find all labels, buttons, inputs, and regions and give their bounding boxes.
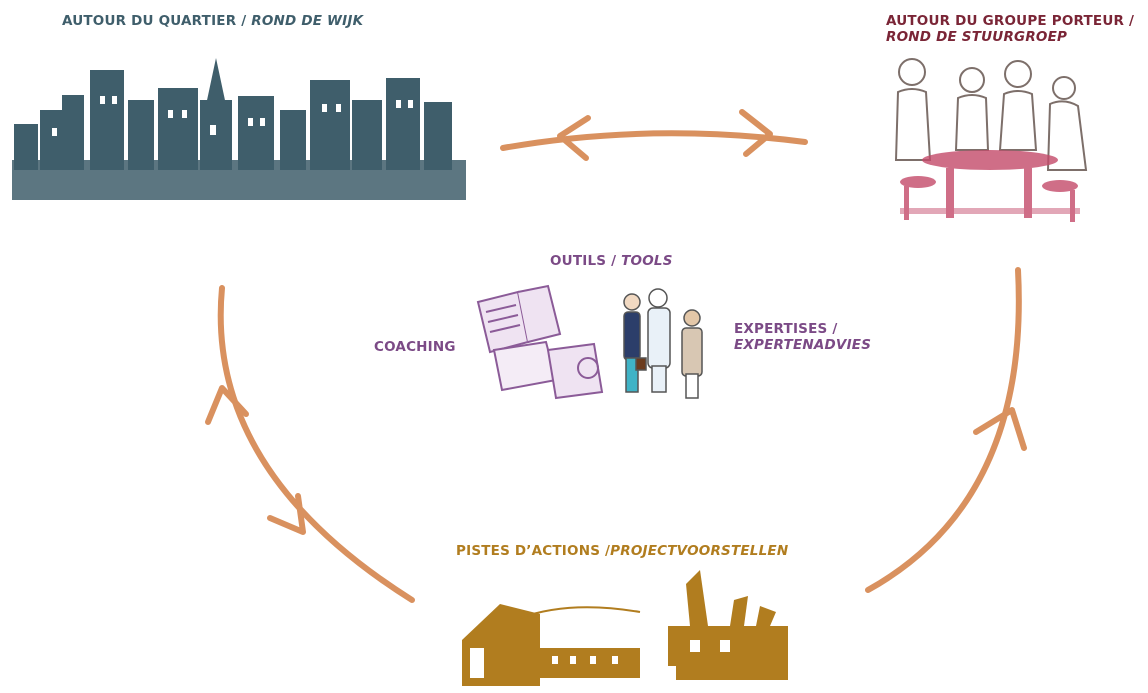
groupe-label-fr: AUTOUR DU GROUPE PORTEUR / [886,13,1135,29]
coaching-label: COACHING [374,339,456,355]
pistes-label: PISTES D’ACTIONS /PROJECTVOORSTELLEN [456,543,788,559]
quartier-label-nl: ROND DE WIJK [251,13,364,29]
left-arrowhead-up [205,385,249,425]
outils-label-nl: TOOLS [621,253,673,269]
right-arc-arrow [865,267,1022,593]
outils-label-fr: OUTILS / [550,253,622,269]
pistes-label-nl: PROJECTVOORSTELLEN [610,543,789,559]
top-arrowhead-left [557,115,591,161]
quartier-label-fr: AUTOUR DU QUARTIER / [62,13,252,29]
expertises-label-nl: EXPERTENADVIES [734,337,872,353]
top-arrowhead-right [739,109,773,157]
left-arc-arrow [217,285,415,603]
expertises-label: EXPERTISES / EXPERTENADVIES [734,321,871,353]
left-arrowhead-down [267,493,306,535]
outils-label: OUTILS / TOOLS [550,253,673,269]
expertises-label-fr: EXPERTISES / [734,321,838,337]
quartier-label: AUTOUR DU QUARTIER / ROND DE WIJK [62,13,363,29]
groupe-label: AUTOUR DU GROUPE PORTEUR / ROND DE STUUR… [886,13,1134,45]
right-arrowhead-up [973,407,1027,451]
pistes-label-fr: PISTES D’ACTIONS / [456,543,611,559]
groupe-label-nl: ROND DE STUURGROEP [886,29,1068,45]
